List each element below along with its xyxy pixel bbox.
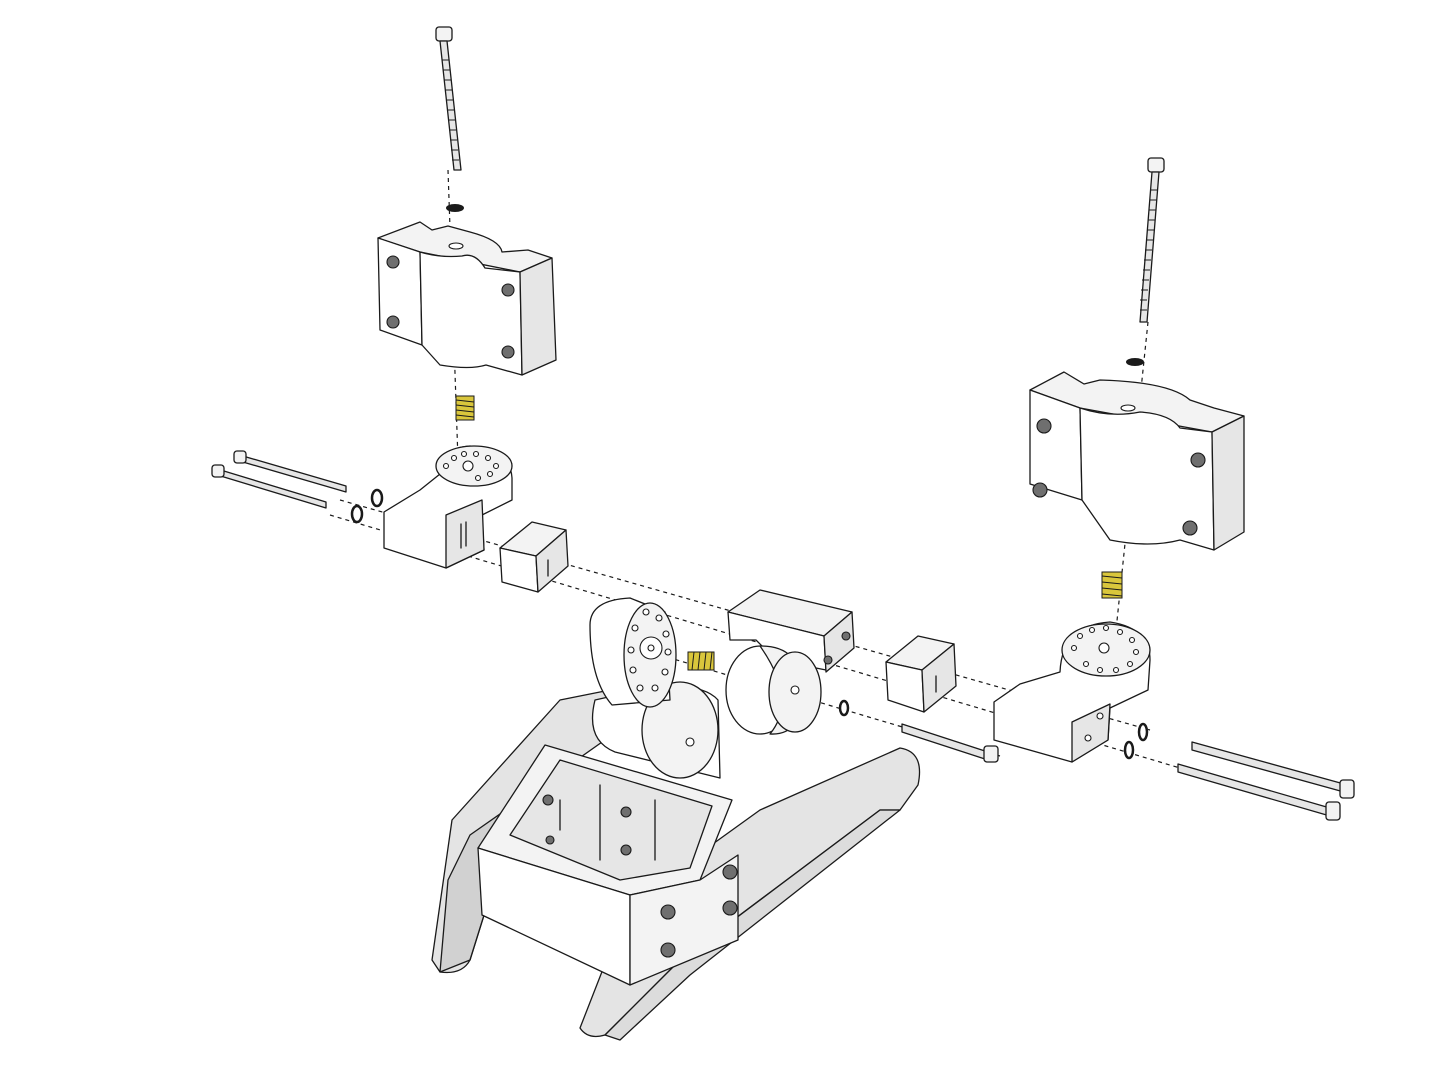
right-clamp-block: [1029, 371, 1245, 551]
right-washer-upper: [1137, 722, 1149, 742]
right-spring: [1101, 571, 1123, 599]
left-clamp-block: [377, 221, 557, 376]
right-indexing-arm: [993, 621, 1151, 763]
left-washer-lower: [350, 504, 364, 524]
hinge-lower-boss: [641, 681, 719, 779]
center-spring: [687, 651, 715, 671]
right-side-bolts: [1177, 741, 1355, 821]
right-spacer-block: [885, 635, 957, 713]
right-top-bolt: [1139, 157, 1165, 323]
frame-screw-1: [660, 904, 676, 920]
left-washer-upper: [370, 488, 384, 508]
left-indexing-arm: [383, 445, 513, 569]
frame-screw-4: [660, 942, 676, 958]
left-spring: [455, 395, 475, 421]
hinge-base-frame: [431, 597, 921, 1041]
left-spacer-block: [499, 521, 569, 593]
center-washer: [838, 699, 850, 717]
left-side-bolts: [211, 450, 347, 509]
frame-screw-3: [722, 900, 738, 916]
right-washer-lower: [1123, 740, 1135, 760]
center-bolt: [901, 723, 999, 763]
right-top-washer: [1126, 358, 1144, 366]
box-side-face: [629, 854, 739, 986]
box-cavity: [509, 759, 713, 881]
frame-screw-2: [722, 864, 738, 880]
center-knuckle: [725, 589, 855, 735]
left-top-bolt: [435, 26, 462, 171]
left-top-washer: [446, 204, 464, 212]
